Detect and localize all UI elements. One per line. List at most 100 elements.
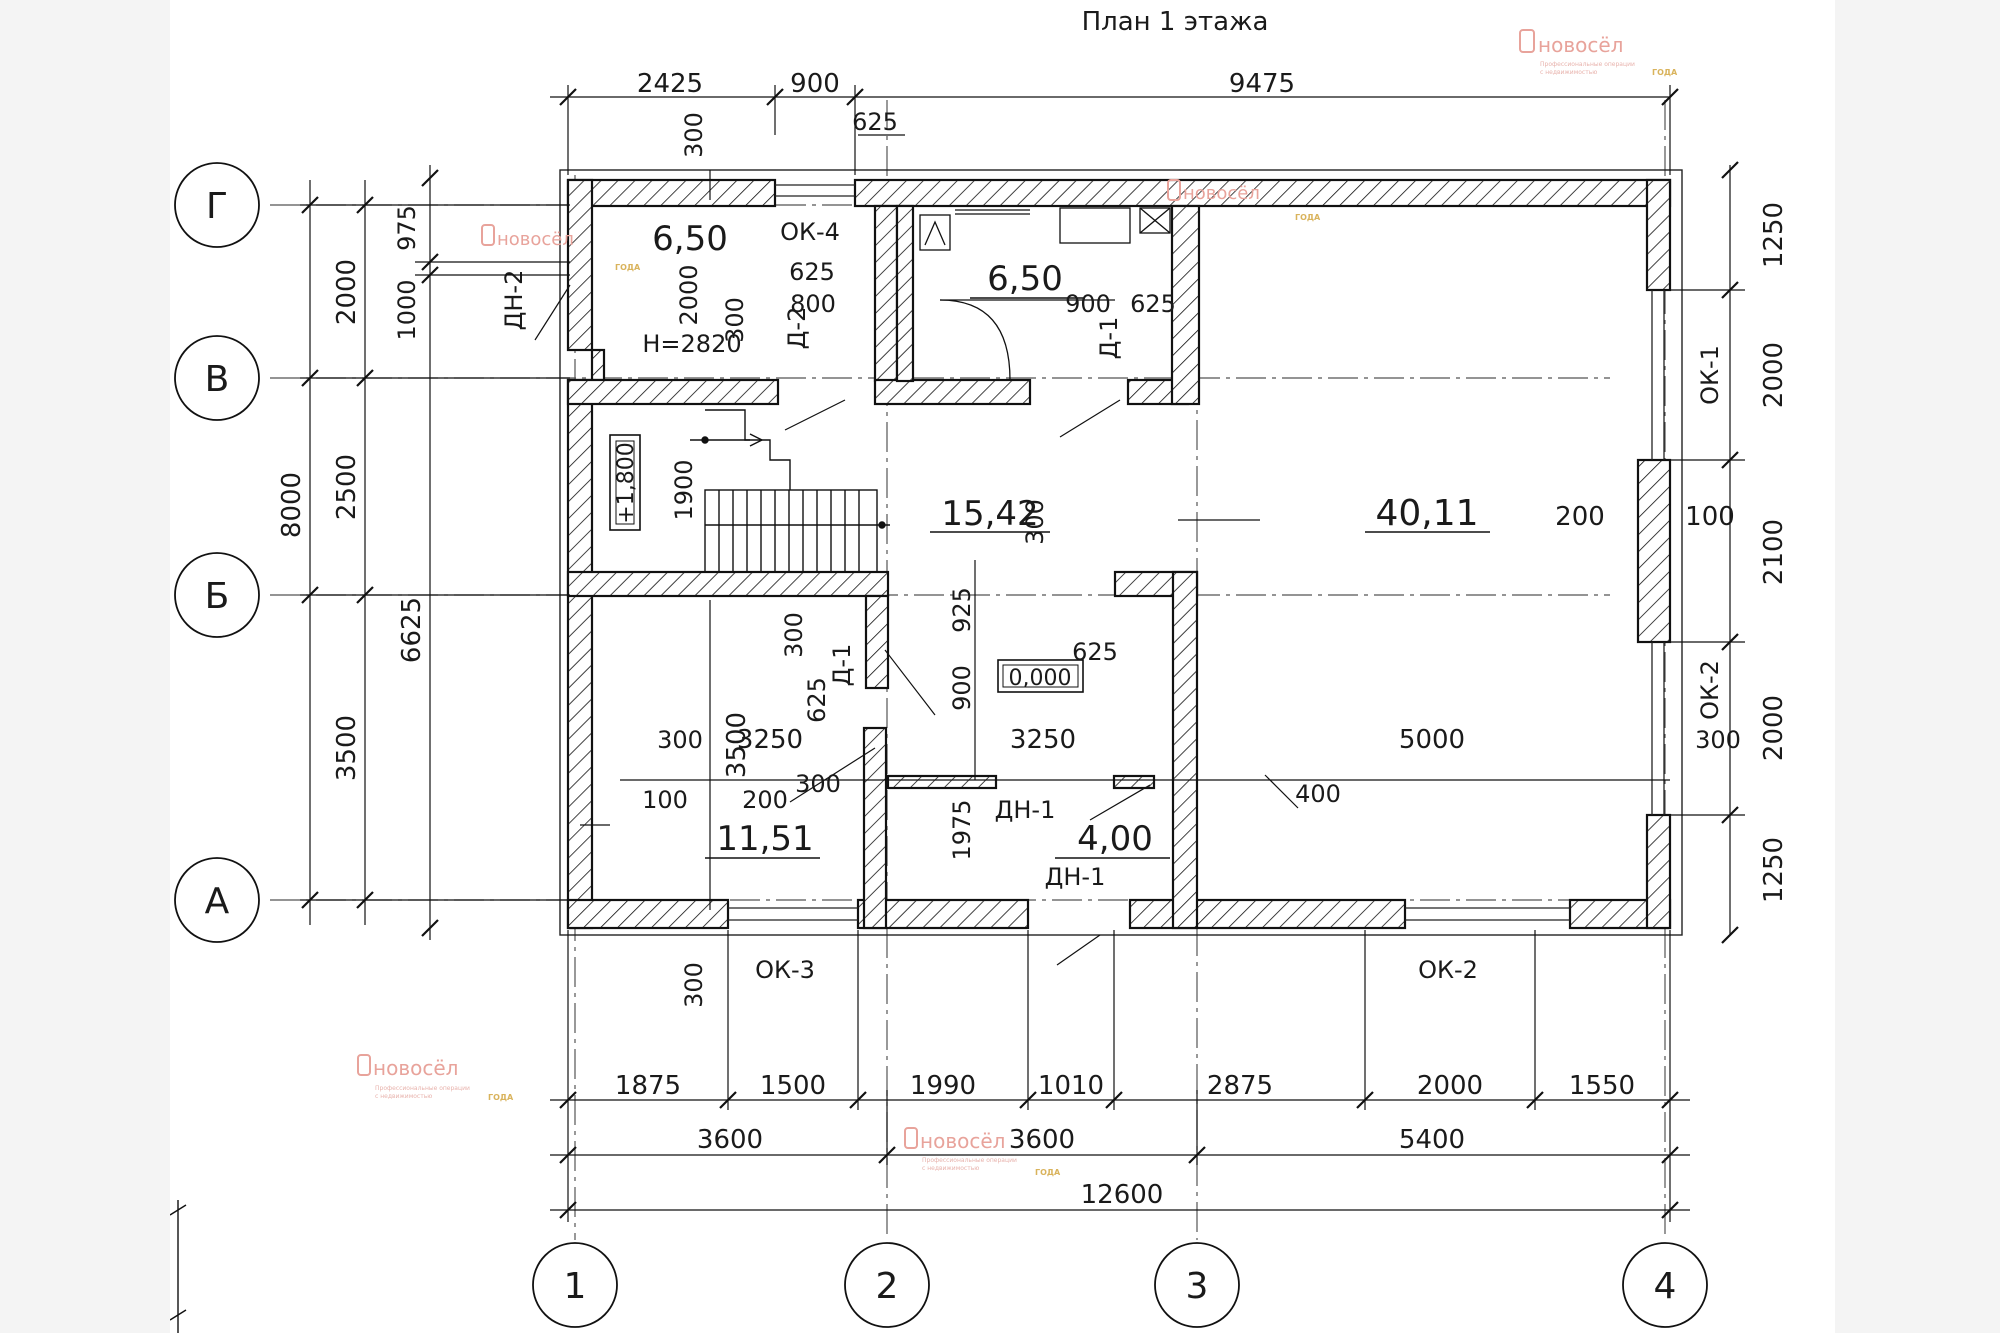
dim-left-8000: 8000: [277, 472, 307, 538]
watermark-tagline-2: с недвижимостью: [375, 1093, 432, 1100]
level-mark-zero: 0,000: [1009, 666, 1072, 691]
dim-925: 925: [948, 587, 976, 633]
dim-300c: 300: [780, 612, 808, 658]
axis-bubble-1: [532, 1242, 618, 1328]
dimension-lines: [300, 85, 1745, 1222]
label-d1-mid: Д-1: [828, 644, 856, 687]
dim-3500: 3500: [722, 712, 752, 778]
watermark-bottom-center: новосёл Профессиональные операции с недв…: [904, 1127, 1061, 1177]
axis-bubble-v: [174, 335, 260, 421]
watermark-tagline: Профессиональные операции: [375, 1085, 470, 1092]
windows: [728, 184, 1665, 921]
walls: [566, 178, 1672, 930]
axis-bubble-4: [1622, 1242, 1708, 1328]
plan-title: План 1 этажа: [1082, 7, 1269, 37]
dim-right-1250-top: 1250: [1759, 202, 1789, 268]
watermark-logo-icon: [1167, 179, 1181, 201]
dim-300d: 300: [657, 726, 703, 754]
watermark-tagline: Профессиональные операции: [922, 1157, 1017, 1164]
dim-300h: 300: [680, 962, 708, 1008]
dim-left-6625: 6625: [397, 597, 427, 663]
dim-3250b: 3250: [1010, 725, 1076, 755]
level-mark-top: +1,800: [614, 442, 639, 523]
watermark-badge: ГОДА: [1035, 1168, 1061, 1177]
watermark-brand: новосёл: [1538, 33, 1623, 57]
dim-300e: 300: [1695, 726, 1741, 754]
dim-bottom-5400: 5400: [1399, 1125, 1465, 1155]
dim-bottom-1010: 1010: [1038, 1071, 1104, 1101]
dim-625a: 625: [789, 258, 835, 286]
watermark-tagline-2: с недвижимостью: [922, 1165, 979, 1172]
dim-3250a: 3250: [737, 725, 803, 755]
room-area-living: 40,11: [1375, 493, 1478, 534]
dim-left-2000: 2000: [332, 259, 362, 325]
room-areas: 6,50 6,50 15,42 40,11 11,51 4,00: [652, 219, 1490, 859]
watermark-tagline: Профессиональные операции: [1540, 61, 1635, 68]
dim-left-3500: 3500: [332, 715, 362, 781]
drawing-sheet: План 1 этажа: [170, 0, 1835, 1333]
label-dn1-a: ДН-1: [995, 796, 1056, 824]
watermark-tagline-2: с недвижимостью: [1540, 69, 1597, 76]
label-ok4: ОК-4: [780, 218, 840, 246]
dim-right-2100: 2100: [1759, 519, 1789, 585]
fixtures: [919, 207, 1171, 381]
right-dimensions: 1250 2000 2100 2000 1250: [1759, 202, 1789, 903]
dim-bottom-3600-a: 3600: [697, 1125, 763, 1155]
dim-800: 800: [790, 290, 836, 318]
dim-1900: 1900: [670, 459, 698, 520]
label-ok2-bottom: ОК-2: [1418, 956, 1478, 984]
edge-marker: [170, 1200, 187, 1333]
label-ok3: ОК-3: [755, 956, 815, 984]
dim-5000: 5000: [1399, 725, 1465, 755]
dim-top-9475: 9475: [1229, 69, 1295, 99]
dim-right-1250-bottom: 1250: [1759, 837, 1789, 903]
axis-label-g: Г: [206, 186, 228, 227]
dim-625c: 625: [1072, 638, 1118, 666]
axis-bubble-2: [844, 1242, 930, 1328]
opening-labels: ОК-4 ОК-3 ОК-2 ОК-1 ОК-2 ДН-2 Д-2 Д-1 Д-…: [500, 218, 1724, 984]
label-ok1: ОК-1: [1696, 345, 1724, 405]
dim-100b: 100: [1685, 502, 1735, 532]
staircase: [690, 409, 890, 573]
label-dn1-b: ДН-1: [1045, 863, 1106, 891]
dim-400: 400: [1295, 780, 1341, 808]
dim-200a-visible: 200: [742, 786, 788, 814]
watermark-upper-left: новосёл ГОДА: [481, 224, 641, 272]
room-area-lower-left: 11,51: [716, 819, 813, 859]
watermark-center-top: новосёл ГОДА: [1167, 179, 1321, 222]
dim-left-2000-inner: 2000: [675, 264, 703, 325]
axis-bubble-b: [174, 552, 260, 638]
label-d2: Д-2: [783, 307, 811, 350]
axis-label-4: 4: [1654, 1266, 1677, 1307]
watermark-logo-icon: [1519, 29, 1535, 53]
bottom-dimensions: 1875 1500 1990 1010 2875 2000 1550 3600 …: [615, 1071, 1635, 1210]
axis-label-a: А: [205, 881, 230, 922]
dim-left-975: 975: [393, 205, 421, 251]
interior-dimensions: 625 800 300 900 625 1900 300 300 925 625…: [642, 258, 1741, 1008]
watermark-lower-left: новосёл Профессиональные операции с недв…: [357, 1054, 514, 1102]
dimension-ticks: [301, 88, 1739, 1219]
room-area-bath-upper: 6,50: [652, 219, 728, 259]
dim-bottom-1990: 1990: [910, 1071, 976, 1101]
left-dimensions: 8000 6625 2000 2500 3500 975 1000 2000: [277, 205, 703, 781]
watermark-brand: новосёл: [497, 229, 574, 250]
dim-bottom-1875: 1875: [615, 1071, 681, 1101]
dim-900b: 900: [948, 665, 976, 711]
room-area-hall: 15,42: [941, 494, 1038, 534]
dim-right-2000-b: 2000: [1759, 695, 1789, 761]
dim-625d: 625: [803, 677, 831, 723]
watermark-badge: ГОДА: [615, 263, 641, 272]
dim-left-2500: 2500: [332, 454, 362, 520]
axis-label-b: Б: [205, 576, 230, 617]
axis-label-3: 3: [1186, 1266, 1209, 1307]
watermark-badge: ГОДА: [1652, 68, 1678, 77]
dim-top-625: 625: [852, 108, 898, 136]
watermark-brand: новосёл: [1183, 183, 1260, 204]
dim-625b: 625: [1130, 290, 1176, 318]
watermark-logo-icon: [357, 1054, 371, 1076]
axis-label-1: 1: [564, 1266, 587, 1307]
label-ok2-right: ОК-2: [1696, 660, 1724, 720]
watermark-brand: новосёл: [373, 1056, 458, 1080]
floor-plan: План 1 этажа: [170, 7, 1789, 1333]
level-marks: +1,800 0,000 H=2820: [609, 330, 1084, 693]
